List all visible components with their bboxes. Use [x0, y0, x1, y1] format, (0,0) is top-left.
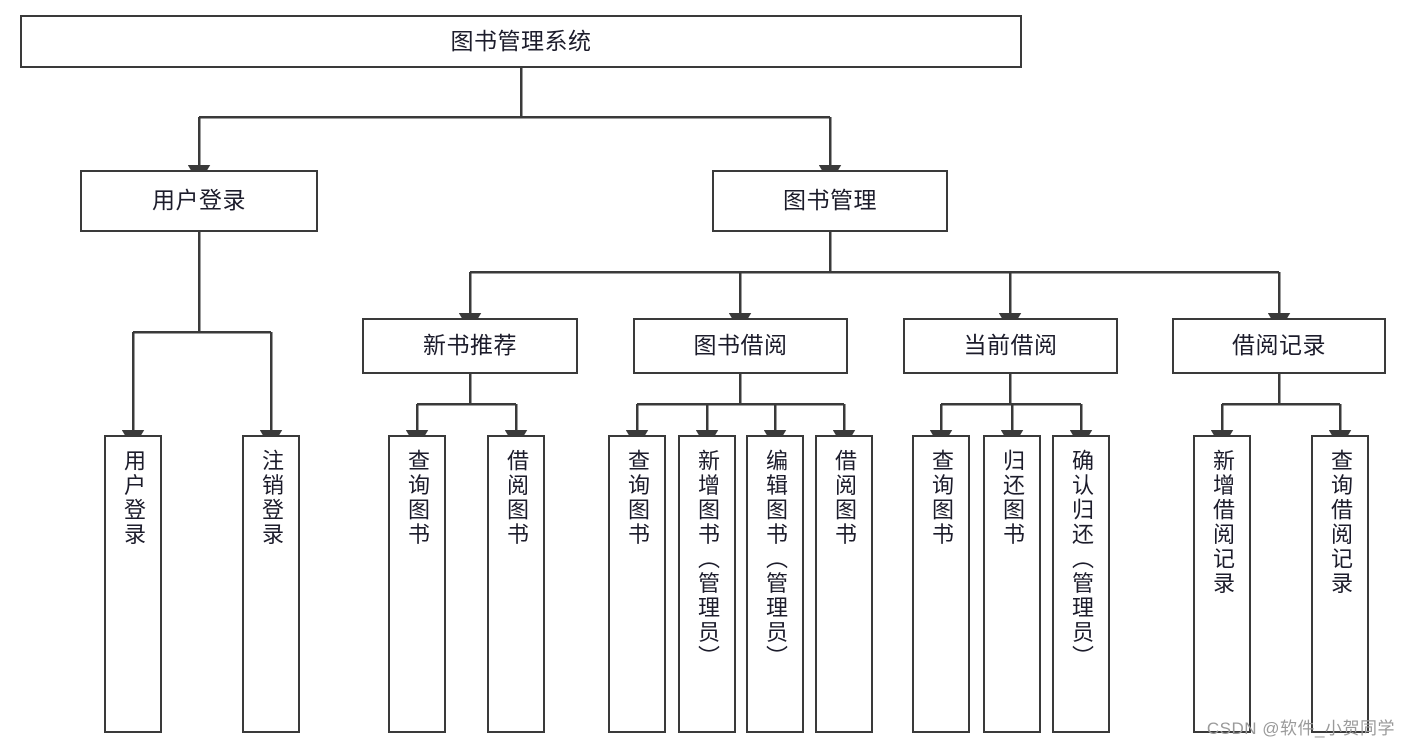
- node-label-book-borrow: 图书借阅: [693, 332, 788, 359]
- node-label-leaf-user-login: 用户登录: [121, 449, 146, 547]
- node-leaf-confirm-return[interactable]: 确认归还（管理员）: [1052, 435, 1110, 733]
- node-label-book-manage: 图书管理: [783, 187, 877, 214]
- node-label-user-login: 用户登录: [152, 187, 246, 214]
- node-leaf-borrow-book[interactable]: 借阅图书: [815, 435, 873, 733]
- node-leaf-user-login[interactable]: 用户登录: [104, 435, 162, 733]
- node-leaf-query-book-borrow[interactable]: 查询图书: [608, 435, 666, 733]
- node-new-book-rec[interactable]: 新书推荐: [362, 318, 578, 374]
- node-leaf-borrow-book-rec[interactable]: 借阅图书: [487, 435, 545, 733]
- node-label-root: 图书管理系统: [450, 27, 592, 54]
- node-leaf-edit-book[interactable]: 编辑图书（管理员）: [746, 435, 804, 733]
- node-borrow-record[interactable]: 借阅记录: [1172, 318, 1386, 374]
- node-leaf-query-book-current[interactable]: 查询图书: [912, 435, 970, 733]
- node-leaf-query-record[interactable]: 查询借阅记录: [1311, 435, 1369, 733]
- node-current-borrow[interactable]: 当前借阅: [903, 318, 1118, 374]
- node-root[interactable]: 图书管理系统: [20, 15, 1022, 68]
- node-leaf-user-logout[interactable]: 注销登录: [242, 435, 300, 733]
- node-book-borrow[interactable]: 图书借阅: [633, 318, 848, 374]
- node-label-leaf-query-book-current: 查询图书: [929, 449, 954, 547]
- node-label-borrow-record: 借阅记录: [1232, 332, 1326, 359]
- node-leaf-add-record[interactable]: 新增借阅记录: [1193, 435, 1251, 733]
- node-label-current-borrow: 当前借阅: [963, 332, 1058, 359]
- node-leaf-add-book[interactable]: 新增图书（管理员）: [678, 435, 736, 733]
- node-label-leaf-return-book: 归还图书: [1000, 449, 1025, 547]
- node-label-leaf-user-logout: 注销登录: [259, 449, 284, 547]
- node-label-leaf-borrow-book-rec: 借阅图书: [504, 449, 529, 547]
- node-label-leaf-query-book-rec: 查询图书: [405, 449, 430, 547]
- node-label-leaf-add-book: 新增图书（管理员）: [695, 449, 720, 670]
- node-label-leaf-borrow-book: 借阅图书: [832, 449, 857, 547]
- node-leaf-query-book-rec[interactable]: 查询图书: [388, 435, 446, 733]
- connector-group: [121, 68, 1352, 449]
- node-user-login[interactable]: 用户登录: [80, 170, 318, 232]
- node-leaf-return-book[interactable]: 归还图书: [983, 435, 1041, 733]
- node-label-leaf-add-record: 新增借阅记录: [1210, 449, 1235, 596]
- node-label-leaf-confirm-return: 确认归还（管理员）: [1069, 449, 1094, 670]
- node-label-leaf-edit-book: 编辑图书（管理员）: [763, 449, 788, 670]
- node-label-new-book-rec: 新书推荐: [423, 332, 517, 359]
- node-label-leaf-query-book-borrow: 查询图书: [625, 449, 650, 547]
- node-label-leaf-query-record: 查询借阅记录: [1328, 449, 1353, 596]
- node-book-manage[interactable]: 图书管理: [712, 170, 948, 232]
